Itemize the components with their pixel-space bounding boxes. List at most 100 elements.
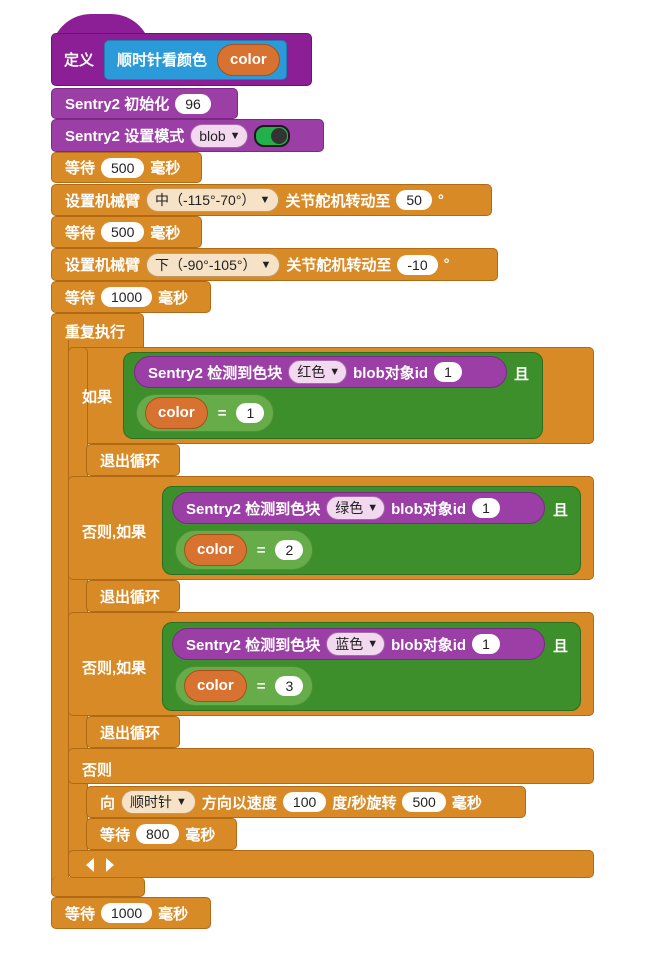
and-label: 且 [553, 638, 569, 655]
procedure-name-block[interactable]: 顺时针看颜色 color [104, 39, 287, 80]
rotate-unit: 毫秒 [451, 794, 482, 812]
sentry-init-block[interactable]: Sentry2 初始化 96 [51, 88, 238, 119]
sentry-detect-3[interactable]: Sentry2 检测到色块 蓝色 ▼ blob对象id 1 [172, 628, 545, 660]
if-block-foot [68, 850, 594, 878]
arm-label: 设置机械臂 [65, 257, 141, 274]
arm-angle-value[interactable]: -10 [397, 254, 438, 275]
color-variable[interactable]: color [184, 670, 247, 702]
color-value: 红色 [297, 364, 326, 380]
wait-value[interactable]: 800 [136, 824, 180, 844]
equals-compare-3[interactable]: color = 3 [175, 666, 313, 706]
if-label: 如果 [82, 389, 113, 406]
dropdown-arrow-icon: ▼ [260, 258, 272, 271]
arm-mid-label: 关节舵机转动至 [286, 257, 392, 274]
break-block-2[interactable]: 退出循环 [86, 580, 180, 612]
rotate-mid2-label: 度/秒旋转 [332, 794, 397, 812]
compare-value[interactable]: 2 [275, 540, 304, 560]
sentry-detect-2[interactable]: Sentry2 检测到色块 绿色 ▼ blob对象id 1 [172, 492, 545, 524]
wait-unit: 毫秒 [158, 289, 189, 307]
wait-unit: 毫秒 [150, 160, 181, 177]
wait-unit: 毫秒 [185, 826, 216, 844]
wait-value[interactable]: 1000 [101, 287, 153, 307]
else-block[interactable] [68, 748, 594, 784]
rotate-block[interactable]: 向 顺时针 ▼ 方向以速度 100 度/秒旋转 500 毫秒 [86, 786, 526, 818]
equals-op: = [256, 677, 266, 695]
speed-value[interactable]: 100 [282, 792, 327, 812]
dropdown-arrow-icon: ▼ [176, 796, 187, 808]
color-dropdown[interactable]: 蓝色 ▼ [326, 632, 386, 656]
equals-op: = [217, 404, 227, 422]
define-label: 定义 [64, 52, 95, 69]
arm-block-1[interactable]: 设置机械臂 中（-115°-70°） ▼ 关节舵机转动至 50 ° [51, 184, 492, 216]
dropdown-arrow-icon: ▼ [367, 502, 379, 514]
wait-block-2[interactable]: 等待 500 毫秒 [51, 216, 202, 248]
equals-op: = [256, 541, 266, 559]
wait-label: 等待 [65, 905, 96, 923]
break-label: 退出循环 [100, 724, 161, 742]
wait-block-4[interactable]: 等待 800 毫秒 [86, 818, 237, 850]
wait-value[interactable]: 1000 [101, 903, 153, 923]
detect-mid-label: blob对象id [353, 364, 429, 382]
arm-joint-dropdown[interactable]: 下（-90°-105°） ▼ [146, 252, 281, 277]
wait-label: 等待 [65, 160, 96, 177]
elif-label: 否则,如果 [82, 524, 147, 541]
compare-value[interactable]: 1 [236, 403, 265, 423]
wait-block-1[interactable]: 等待 500 毫秒 [51, 152, 202, 183]
break-label: 退出循环 [100, 588, 161, 606]
blob-id-value[interactable]: 1 [472, 498, 500, 518]
wait-label: 等待 [100, 826, 131, 844]
arm-unit: ° [437, 191, 444, 209]
color-dropdown[interactable]: 红色 ▼ [288, 360, 348, 384]
dropdown-arrow-icon: ▼ [259, 194, 271, 206]
color-variable[interactable]: color [145, 397, 208, 429]
detect-label: Sentry2 检测到色块 [148, 364, 283, 382]
sentry-mode-label: Sentry2 设置模式 [65, 128, 185, 145]
mode-dropdown[interactable]: blob ▼ [190, 123, 248, 148]
wait-value[interactable]: 500 [101, 222, 145, 242]
wait-label: 等待 [65, 224, 96, 242]
wait-block-3[interactable]: 等待 1000 毫秒 [51, 281, 211, 313]
elif-label: 否则,如果 [82, 660, 147, 677]
and-label: 且 [553, 502, 569, 519]
mode-toggle[interactable] [253, 124, 290, 147]
arm-joint-value: 中（-115°-70°） [155, 192, 256, 208]
procedure-param[interactable]: color [217, 43, 280, 76]
sentry-detect-1[interactable]: Sentry2 检测到色块 红色 ▼ blob对象id 1 [134, 356, 507, 388]
arm-joint-dropdown[interactable]: 中（-115°-70°） ▼ [146, 188, 280, 212]
dropdown-arrow-icon: ▼ [329, 366, 341, 378]
arm-mid-label: 关节舵机转动至 [285, 192, 391, 210]
equals-compare-2[interactable]: color = 2 [175, 530, 313, 570]
repeat-block-foot [51, 877, 145, 897]
procedure-name: 顺时针看颜色 [117, 52, 208, 69]
rotate-mid-label: 方向以速度 [201, 794, 277, 812]
else-label: 否则 [82, 762, 113, 779]
dropdown-arrow-icon: ▼ [229, 129, 241, 142]
equals-compare-1[interactable]: color = 1 [136, 394, 274, 432]
sentry-mode-block[interactable]: Sentry2 设置模式 blob ▼ [51, 119, 324, 152]
arm-angle-value[interactable]: 50 [396, 190, 432, 210]
break-label: 退出循环 [100, 452, 161, 470]
init-value[interactable]: 96 [175, 93, 211, 114]
blob-id-value[interactable]: 1 [472, 634, 500, 654]
color-variable[interactable]: color [184, 534, 247, 566]
mode-value: blob [199, 127, 226, 144]
color-dropdown[interactable]: 绿色 ▼ [326, 496, 386, 520]
define-block[interactable]: 定义 顺时针看颜色 color [51, 33, 312, 86]
break-block-1[interactable]: 退出循环 [86, 444, 180, 476]
wait-value[interactable]: 500 [101, 157, 145, 178]
arm-block-2[interactable]: 设置机械臂 下（-90°-105°） ▼ 关节舵机转动至 -10 ° [51, 248, 498, 281]
wait-unit: 毫秒 [158, 905, 189, 923]
mutator-arrows-icon[interactable] [84, 855, 116, 875]
blob-id-value[interactable]: 1 [434, 362, 462, 382]
arm-unit: ° [443, 256, 450, 273]
direction-value: 顺时针 [130, 794, 173, 810]
wait-block-5[interactable]: 等待 1000 毫秒 [51, 897, 211, 929]
break-block-3[interactable]: 退出循环 [86, 716, 180, 748]
color-value: 绿色 [335, 500, 364, 516]
detect-label: Sentry2 检测到色块 [186, 636, 321, 654]
sentry-init-label: Sentry2 初始化 [65, 96, 170, 113]
time-value[interactable]: 500 [402, 792, 446, 812]
compare-value[interactable]: 3 [275, 676, 304, 696]
direction-dropdown[interactable]: 顺时针 ▼ [121, 790, 196, 814]
dropdown-arrow-icon: ▼ [367, 638, 379, 650]
